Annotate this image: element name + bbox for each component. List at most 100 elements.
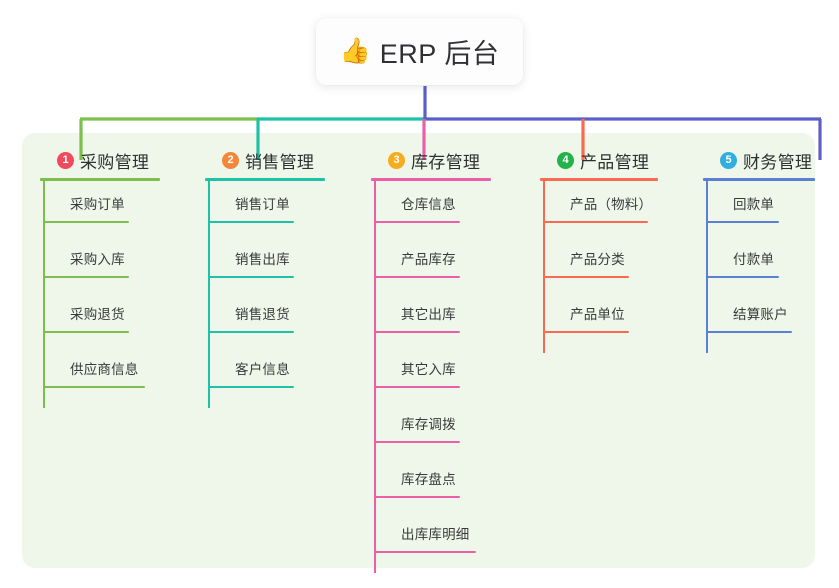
branch-badge-1: 1	[57, 151, 74, 169]
branch-badge-2: 2	[222, 151, 239, 169]
leaf-node-label: 回款单	[733, 197, 775, 212]
leaf-node[interactable]: 结算账户	[703, 291, 815, 346]
leaf-node-label: 销售退货	[235, 307, 290, 322]
branch-item-list-3: 仓库信息产品库存其它出库其它入库库存调拨库存盘点出库库明细	[371, 181, 491, 566]
leaf-node[interactable]: 出库库明细	[371, 511, 491, 566]
leaf-node[interactable]: 产品分类	[540, 236, 658, 291]
leaf-node-label: 产品分类	[570, 252, 625, 267]
leaf-node-label: 销售出库	[235, 252, 290, 267]
branch-header-2[interactable]: 2 销售管理	[205, 148, 325, 172]
leaf-node-label: 其它出库	[401, 307, 456, 322]
leaf-node-underline	[374, 551, 476, 553]
leaf-node-label: 库存盘点	[401, 472, 456, 487]
branch-badge-4: 4	[557, 151, 574, 169]
leaf-node-label: 仓库信息	[401, 197, 456, 212]
branch-column-3[interactable]: 3 库存管理仓库信息产品库存其它出库其它入库库存调拨库存盘点出库库明细	[371, 148, 491, 573]
leaf-node-underline	[543, 276, 629, 278]
leaf-node-underline	[208, 331, 294, 333]
leaf-node-underline	[43, 386, 145, 388]
leaf-node-underline	[374, 386, 460, 388]
leaf-node-underline	[43, 276, 129, 278]
leaf-node-label: 采购入库	[70, 252, 125, 267]
branch-item-list-2: 销售订单销售出库销售退货客户信息	[205, 181, 325, 401]
leaf-node[interactable]: 销售订单	[205, 181, 325, 236]
branch-spine-1	[43, 181, 45, 408]
branch-underline-5	[703, 178, 815, 181]
leaf-node-label: 客户信息	[235, 362, 290, 377]
leaf-node-underline	[374, 331, 460, 333]
branch-badge-5: 5	[720, 151, 737, 169]
branch-column-1[interactable]: 1 采购管理采购订单采购入库采购退货供应商信息	[40, 148, 160, 408]
leaf-node-label: 付款单	[733, 252, 775, 267]
leaf-node-underline	[43, 221, 129, 223]
branch-underline-4	[540, 178, 658, 181]
branch-title-5: 财务管理	[743, 152, 813, 172]
leaf-node[interactable]: 销售出库	[205, 236, 325, 291]
leaf-node-label: 结算账户	[733, 307, 788, 322]
root-node[interactable]: 👍 ERP 后台	[316, 18, 523, 85]
leaf-node-label: 产品库存	[401, 252, 456, 267]
branch-header-5[interactable]: 5 财务管理	[703, 148, 815, 172]
leaf-node-underline	[706, 221, 779, 223]
branch-column-5[interactable]: 5 财务管理回款单付款单结算账户	[703, 148, 815, 353]
branch-item-list-5: 回款单付款单结算账户	[703, 181, 815, 346]
leaf-node[interactable]: 库存盘点	[371, 456, 491, 511]
leaf-node[interactable]: 采购订单	[40, 181, 160, 236]
leaf-node[interactable]: 库存调拨	[371, 401, 491, 456]
leaf-node-underline	[543, 331, 629, 333]
leaf-node-underline	[374, 276, 460, 278]
branch-item-list-4: 产品（物料） 产品分类产品单位	[540, 181, 658, 346]
leaf-node[interactable]: 销售退货	[205, 291, 325, 346]
leaf-node-underline	[374, 441, 460, 443]
leaf-node[interactable]: 其它出库	[371, 291, 491, 346]
leaf-node-label: 产品单位	[570, 307, 625, 322]
leaf-node[interactable]: 仓库信息	[371, 181, 491, 236]
leaf-node-label: 供应商信息	[70, 362, 139, 377]
leaf-node-underline	[543, 221, 648, 223]
leaf-node[interactable]: 产品单位	[540, 291, 658, 346]
leaf-node-underline	[706, 331, 792, 333]
leaf-node-label: 销售订单	[235, 197, 290, 212]
leaf-node-underline	[208, 276, 294, 278]
branch-item-list-1: 采购订单采购入库采购退货供应商信息	[40, 181, 160, 401]
root-node-title: ERP 后台	[379, 39, 500, 69]
leaf-node[interactable]: 客户信息	[205, 346, 325, 401]
branch-spine-2	[208, 181, 210, 408]
leaf-node-label: 采购订单	[70, 197, 125, 212]
leaf-node-underline	[374, 221, 460, 223]
branch-title-2: 销售管理	[245, 152, 315, 172]
thumbs-up-icon: 👍	[339, 37, 371, 65]
leaf-node[interactable]: 产品（物料）	[540, 181, 658, 236]
branch-underline-1	[40, 178, 160, 181]
leaf-node[interactable]: 采购入库	[40, 236, 160, 291]
branch-title-3: 库存管理	[411, 152, 481, 172]
branch-badge-3: 3	[388, 151, 405, 169]
leaf-node[interactable]: 供应商信息	[40, 346, 160, 401]
leaf-node[interactable]: 其它入库	[371, 346, 491, 401]
branch-header-1[interactable]: 1 采购管理	[40, 148, 160, 172]
leaf-node-underline	[374, 496, 460, 498]
branch-title-4: 产品管理	[580, 152, 650, 172]
branch-column-2[interactable]: 2 销售管理销售订单销售出库销售退货客户信息	[205, 148, 325, 408]
branch-title-1: 采购管理	[80, 152, 150, 172]
leaf-node-label: 其它入库	[401, 362, 456, 377]
branch-underline-2	[205, 178, 325, 181]
branch-spine-5	[706, 181, 708, 353]
leaf-node[interactable]: 付款单	[703, 236, 815, 291]
branch-header-4[interactable]: 4 产品管理	[540, 148, 658, 172]
leaf-node-label: 产品（物料）	[570, 197, 653, 212]
branch-column-4[interactable]: 4 产品管理产品（物料） 产品分类产品单位	[540, 148, 658, 353]
leaf-node-label: 采购退货	[70, 307, 125, 322]
leaf-node[interactable]: 采购退货	[40, 291, 160, 346]
leaf-node[interactable]: 回款单	[703, 181, 815, 236]
leaf-node-label: 出库库明细	[401, 527, 470, 542]
leaf-node-label: 库存调拨	[401, 417, 456, 432]
branch-underline-3	[371, 178, 491, 181]
leaf-node-underline	[706, 276, 779, 278]
branch-header-3[interactable]: 3 库存管理	[371, 148, 491, 172]
leaf-node-underline	[208, 221, 294, 223]
leaf-node[interactable]: 产品库存	[371, 236, 491, 291]
leaf-node-underline	[43, 331, 129, 333]
leaf-node-underline	[208, 386, 294, 388]
